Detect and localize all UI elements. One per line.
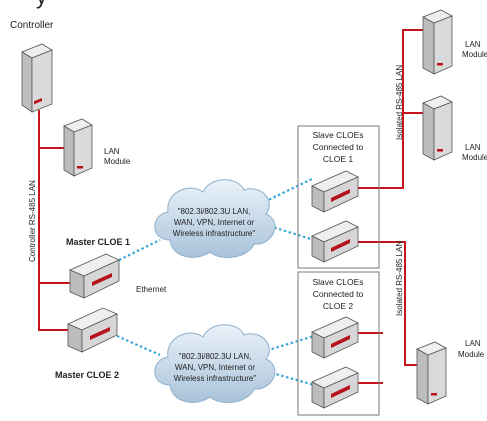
slave-cloe-device	[311, 170, 359, 213]
ethernet-links	[116, 177, 315, 387]
slave-group-2-box	[297, 271, 380, 416]
svg-text:Slave CLOEs: Slave CLOEs	[312, 277, 363, 287]
network-cloud-1: "802.3i/802.3U LAN, WAN, VPN, Internet o…	[154, 179, 276, 259]
lan-module-label: LAN Module	[458, 339, 485, 359]
svg-text:Module: Module	[462, 50, 487, 59]
svg-text:Connected to: Connected to	[313, 289, 364, 299]
master-cloe-1-device	[69, 253, 120, 299]
lan-module-label: LAN Module	[104, 147, 131, 166]
svg-text:"802.3i/802.3U LAN,: "802.3i/802.3U LAN,	[179, 352, 252, 361]
svg-text:Wireless infrastructure": Wireless infrastructure"	[174, 374, 257, 383]
svg-text:LAN: LAN	[104, 147, 120, 156]
controller-label: Controller	[10, 20, 54, 31]
svg-text:LAN: LAN	[465, 143, 481, 152]
master-cloe-2-device	[67, 307, 118, 353]
slave-group-1-box	[297, 125, 380, 269]
slave-cloe-device	[311, 220, 359, 263]
lan-module-device	[63, 118, 93, 177]
lan-module-label: LAN Module	[462, 143, 487, 162]
slave-group-1-label: Slave CLOEs Connected to CLOE 1	[312, 130, 363, 164]
slave-cloe-device	[311, 316, 359, 359]
svg-text:Module: Module	[458, 350, 485, 359]
svg-text:Module: Module	[104, 157, 131, 166]
svg-text:Wireless infrastructure": Wireless infrastructure"	[173, 229, 256, 238]
svg-text:LAN: LAN	[465, 40, 481, 49]
isolated-bus-label: Isolated RS-485 LAN	[395, 241, 404, 316]
master-cloe-1-label: Master CLOE 1	[66, 237, 130, 247]
title-fragment: y	[36, 0, 47, 9]
controller-device	[21, 43, 53, 113]
lan-module-device	[422, 95, 453, 161]
network-cloud-2: "802.3i/802.3U LAN, WAN, VPN, Internet o…	[154, 324, 276, 404]
svg-text:CLOE 1: CLOE 1	[323, 154, 354, 164]
svg-text:"802.3i/802.3U LAN,: "802.3i/802.3U LAN,	[178, 207, 251, 216]
lan-module-label: LAN Module	[462, 40, 487, 59]
svg-text:Module: Module	[462, 153, 487, 162]
master-cloe-2-label: Master CLOE 2	[55, 370, 119, 380]
svg-text:Connected to: Connected to	[313, 142, 364, 152]
lan-module-device	[416, 341, 447, 405]
svg-text:LAN: LAN	[465, 339, 481, 348]
controller-bus-label: Controller RS-485 LAN	[28, 180, 37, 262]
svg-text:CLOE 2: CLOE 2	[323, 301, 354, 311]
isolated-bus-label: Isolated RS-485 LAN	[395, 65, 404, 140]
svg-text:WAN, VPN, Internet or: WAN, VPN, Internet or	[174, 218, 255, 227]
lan-module-device	[422, 9, 453, 75]
slave-cloe-device	[311, 366, 359, 409]
svg-text:Slave CLOEs: Slave CLOEs	[312, 130, 363, 140]
slave-group-2-label: Slave CLOEs Connected to CLOE 2	[312, 277, 363, 311]
svg-text:WAN, VPN, Internet or: WAN, VPN, Internet or	[175, 363, 256, 372]
ethernet-label: Ethernet	[136, 285, 167, 294]
